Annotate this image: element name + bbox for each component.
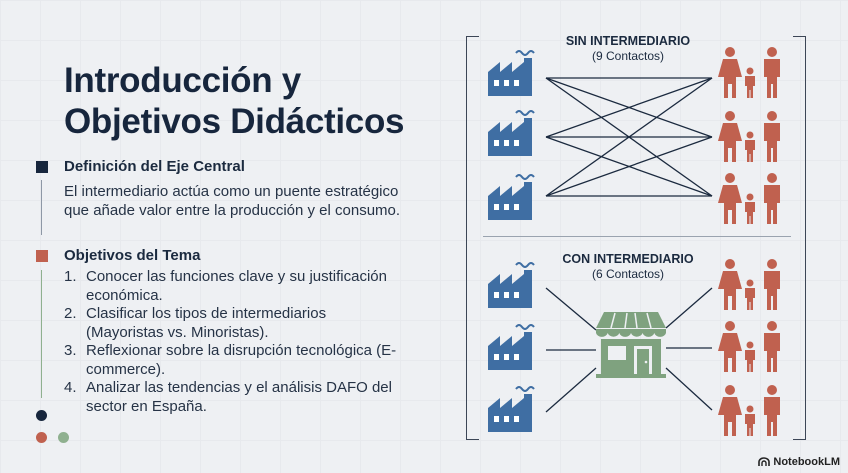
factory-icon [488, 110, 535, 156]
without-intermediary-count: (9 Contactos) [591, 49, 665, 63]
definition-text: El intermediario actúa como un puente es… [64, 183, 401, 219]
terracotta-dot [36, 432, 47, 443]
family-icon [718, 321, 780, 372]
list-item: 2.Clasificar los tipos de intermediarios… [64, 305, 327, 341]
frame-right-bracket [793, 36, 806, 440]
factory-icon [488, 324, 535, 370]
objectives-list: 1.Conocer las funciones clave y su justi… [64, 268, 404, 416]
list-item: 3.Reflexionar sobre la disrupción tecnol… [64, 342, 397, 378]
sage-dot [58, 432, 69, 443]
family-icon [718, 385, 780, 436]
family-icon [718, 259, 780, 310]
brand-label: NotebookLM [773, 456, 840, 468]
factory-icon [488, 262, 535, 308]
notebooklm-logo: NotebookLM [758, 456, 840, 468]
slide-title: Introducción y Objetivos Didácticos [64, 61, 405, 141]
section-divider [483, 236, 791, 237]
objectives-rule [41, 270, 42, 398]
with-intermediary-count: (6 Contactos) [591, 267, 665, 281]
without-intermediary-caption: SIN INTERMEDIARIO (9 Contactos) [548, 34, 708, 64]
definition-heading: Definición del Eje Central [36, 158, 245, 175]
family-icon [718, 173, 780, 224]
factory-icon [488, 174, 535, 220]
objectives-heading: Objetivos del Tema [36, 247, 200, 264]
frame-left-bracket [466, 36, 479, 440]
with-intermediary-title: CON INTERMEDIARIO [562, 252, 694, 266]
store-icon [596, 312, 666, 378]
navy-square-bullet [36, 160, 48, 173]
list-item: 4.Analizar las tendencias y el análisis … [64, 379, 392, 415]
list-item: 1.Conocer las funciones clave y su justi… [64, 268, 387, 304]
without-intermediary-title: SIN INTERMEDIARIO [565, 34, 691, 48]
definition-rule [41, 180, 42, 235]
family-icon [718, 47, 780, 98]
objectives-heading-label: Objetivos del Tema [64, 247, 201, 264]
with-intermediary-caption: CON INTERMEDIARIO (6 Contactos) [548, 252, 708, 282]
definition-heading-label: Definición del Eje Central [64, 158, 245, 175]
factory-icon [488, 386, 535, 432]
navy-dot [36, 410, 47, 421]
notebooklm-mark-icon [758, 457, 771, 466]
terracotta-square-bullet [36, 249, 48, 262]
family-icon [718, 111, 780, 162]
factory-icon [488, 50, 535, 96]
